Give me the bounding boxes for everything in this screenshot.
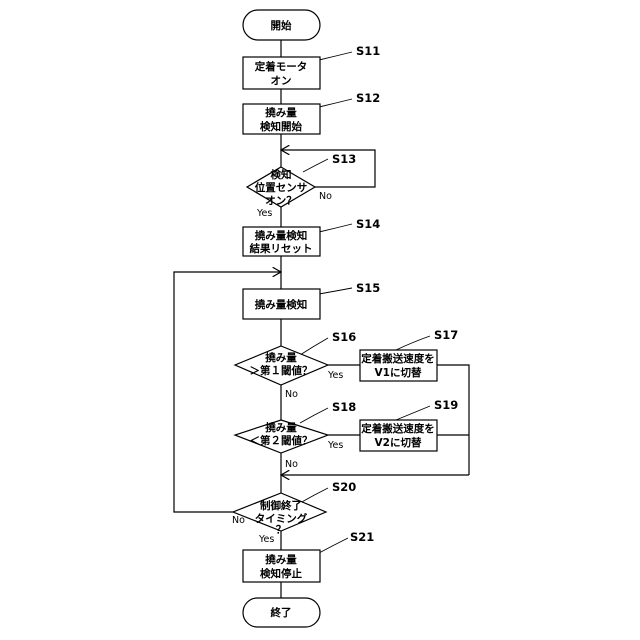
s18-yes-label: Yes (327, 440, 343, 451)
s13-line-3: オン？ (265, 195, 297, 207)
s12-line-1: 撓み量 (265, 106, 297, 119)
s20-line-3: ？ (276, 524, 287, 536)
s20-yes-label: Yes (258, 534, 274, 545)
s19-line-2: V2に切替 (375, 436, 422, 449)
end-line-1: 終了 (271, 606, 292, 619)
s19-label: S19 (434, 398, 458, 412)
s18-line-1: 撓み量 (265, 421, 297, 434)
s17-label: S17 (434, 328, 458, 342)
s12-line-2: 検知開始 (260, 120, 302, 133)
s16-line-2: ＞第１閾値？ (250, 364, 313, 377)
s18-label: S18 (332, 400, 356, 414)
s18-line-2: ＜第２閾値？ (250, 434, 313, 447)
s21-line-1: 撓み量 (265, 553, 297, 566)
s12-label: S12 (356, 91, 380, 105)
s13-label: S13 (332, 152, 356, 166)
s16-label: S16 (332, 330, 356, 344)
s16-yes-label: Yes (327, 370, 343, 381)
s14-label: S14 (356, 217, 380, 231)
s14-line-1: 撓み量検知 (255, 229, 308, 242)
s11-line-1: 定着モータ (254, 60, 308, 73)
s20-line-1: 制御終了 (260, 499, 302, 512)
s21-line-2: 検知停止 (260, 567, 302, 580)
s19-line-1: 定着搬送速度を (360, 422, 435, 435)
s18-no-label: No (285, 459, 298, 470)
s13-line-2: 位置センサ (255, 181, 308, 194)
s17-line-2: V1に切替 (375, 366, 422, 379)
s16-no-label: No (285, 389, 298, 400)
s15-line-1: 撓み量検知 (255, 298, 308, 311)
start-line-1: 開始 (271, 19, 292, 32)
s17-line-1: 定着搬送速度を (360, 352, 435, 365)
s16-line-1: 撓み量 (265, 351, 297, 364)
s15-label: S15 (356, 281, 380, 295)
s21-label: S21 (350, 530, 374, 544)
s11-label: S11 (356, 44, 380, 58)
s20-label: S20 (332, 480, 356, 494)
s13-line-1: 検知 (271, 168, 292, 181)
s13-no-label: No (319, 191, 332, 202)
s11-line-2: オン (271, 75, 292, 87)
s14-line-2: 結果リセット (250, 242, 313, 255)
s20-no-label: No (232, 515, 245, 526)
s13-yes-label: Yes (256, 208, 272, 219)
